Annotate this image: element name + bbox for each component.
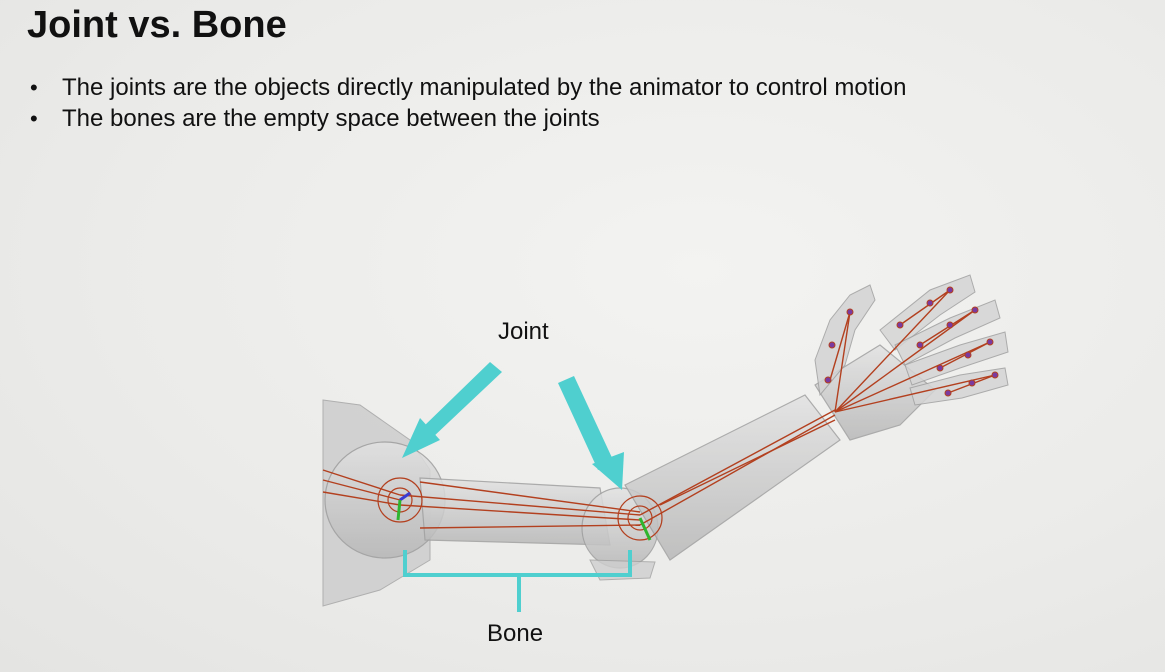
finger-index-mesh — [879, 274, 976, 351]
rig-skeleton — [322, 289, 996, 529]
thumb-mesh — [814, 284, 876, 397]
joint-label: Joint — [498, 318, 549, 345]
bullet-list: The joints are the objects directly mani… — [30, 72, 906, 134]
bone-label: Bone — [487, 620, 544, 647]
joint-arrow-right — [558, 376, 624, 490]
bullet-item-joints: The joints are the objects directly mani… — [30, 72, 906, 103]
finger-joints — [824, 286, 999, 397]
bullet-item-bones: The bones are the empty space between th… — [30, 103, 906, 134]
slide-title: Joint vs. Bone — [27, 4, 287, 46]
forearm-mesh — [624, 394, 841, 561]
bone-bracket — [403, 550, 632, 612]
joint-arrow-left — [402, 362, 502, 458]
shoulder-joint — [377, 477, 423, 523]
elbow-joint — [617, 495, 663, 541]
palm-mesh — [814, 344, 936, 441]
